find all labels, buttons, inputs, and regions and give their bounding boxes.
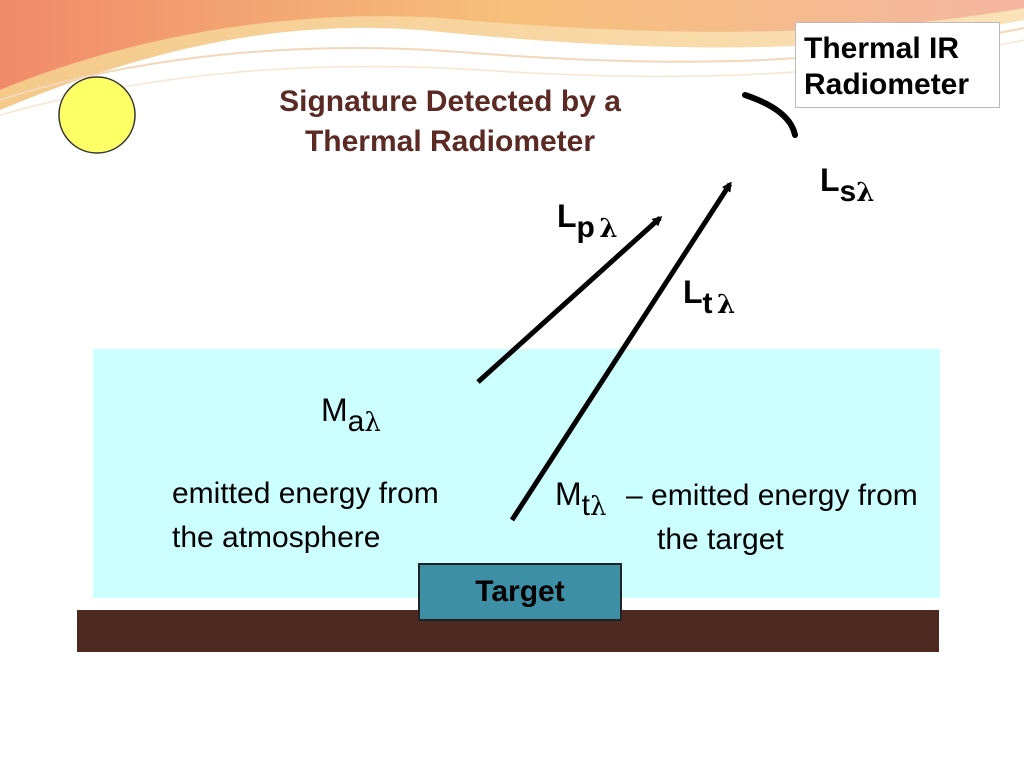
radiometer-label: Thermal IR Radiometer bbox=[795, 22, 1000, 108]
lt-sub: t bbox=[702, 287, 713, 320]
lt-main: L bbox=[683, 274, 703, 310]
ma-main: M bbox=[321, 392, 348, 428]
target-emission-description: – emitted energy from the target bbox=[626, 474, 918, 562]
atmosphere-desc-line-1: emitted energy from bbox=[172, 477, 439, 510]
title-line-2: Thermal Radiometer bbox=[304, 125, 596, 158]
ma-sub: a bbox=[347, 405, 365, 438]
atmosphere-emission-symbol: Maλ bbox=[321, 392, 381, 438]
lp-main: L bbox=[557, 198, 577, 234]
target-desc-line-1: – emitted energy from bbox=[626, 479, 918, 512]
slide-title: Signature Detected by a Thermal Radiomet… bbox=[200, 82, 700, 162]
path-radiance-arrow bbox=[476, 215, 663, 384]
target-radiance-symbol: Lt λ bbox=[683, 274, 735, 320]
ls-sub: s bbox=[839, 175, 857, 208]
title-line-1: Signature Detected by a bbox=[279, 85, 621, 118]
lp-sub: p bbox=[576, 211, 595, 244]
lp-lambda: λ bbox=[599, 214, 618, 244]
ma-lambda: λ bbox=[364, 408, 381, 438]
ls-lambda: λ bbox=[856, 178, 875, 208]
lt-lambda: λ bbox=[717, 290, 736, 320]
atmosphere-region bbox=[93, 349, 940, 598]
sun-icon bbox=[58, 76, 136, 154]
target-box: Target bbox=[418, 563, 622, 621]
target-emission-symbol: Mtλ bbox=[555, 476, 606, 522]
target-desc-line-2: the target bbox=[657, 523, 784, 556]
radiometer-label-line-2: Radiometer bbox=[804, 68, 970, 101]
atmosphere-desc-line-2: the atmosphere bbox=[172, 521, 381, 554]
radiometer-label-line-1: Thermal IR bbox=[804, 32, 960, 65]
path-radiance-symbol: Lp λ bbox=[557, 198, 618, 244]
sensor-radiance-symbol: Lsλ bbox=[820, 162, 874, 208]
radiometer-sensor-icon bbox=[742, 92, 798, 138]
mt-sub: t bbox=[581, 489, 590, 522]
mt-lambda: λ bbox=[590, 492, 607, 522]
target-radiance-arrow bbox=[509, 181, 733, 522]
mt-main: M bbox=[555, 476, 582, 512]
atmosphere-emission-description: emitted energy from the atmosphere bbox=[172, 472, 439, 560]
ls-main: L bbox=[820, 162, 840, 198]
